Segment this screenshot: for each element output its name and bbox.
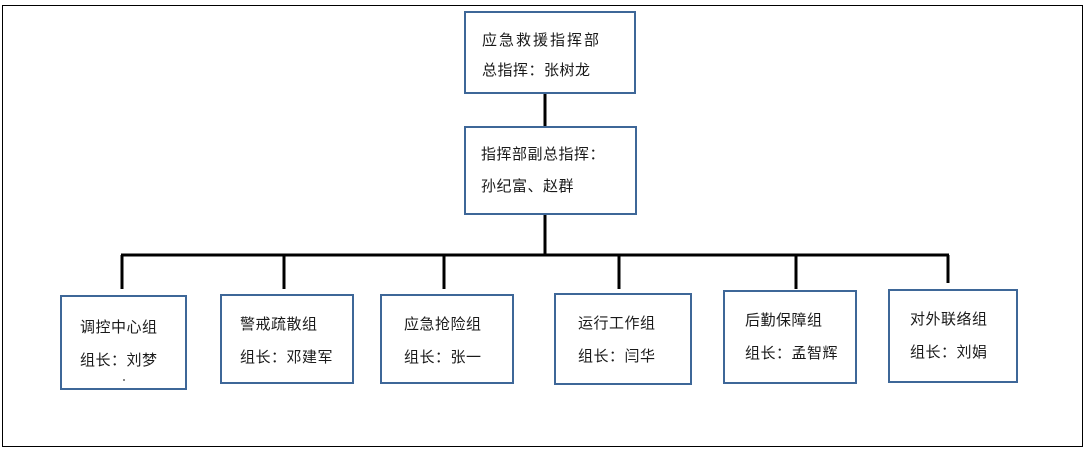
group-leader: 组长：孟智辉 (745, 344, 839, 362)
group-name: 对外联络组 (910, 310, 988, 328)
group-name: 后勤保障组 (745, 311, 823, 329)
command-center-box: 应急救援指挥部 总指挥：张树龙 (464, 11, 636, 94)
group-leader: 组长：张一 (404, 348, 482, 366)
diagram-frame (2, 5, 1083, 447)
group-leader: 组长：刘娟 (910, 343, 988, 361)
group-box-control-center: 调控中心组 组长：刘梦 (60, 295, 187, 390)
group-name: 应急抢险组 (404, 315, 482, 333)
group-name: 运行工作组 (578, 314, 656, 332)
stray-dot (123, 379, 125, 381)
group-box-operations: 运行工作组 组长：闫华 (554, 293, 692, 385)
group-leader: 组长：闫华 (578, 347, 656, 365)
deputy-commander-box: 指挥部副总指挥： 孙纪富、赵群 (464, 126, 637, 215)
group-leader: 组长：邓建军 (240, 348, 334, 366)
chief-commander-label: 总指挥：张树龙 (482, 61, 591, 79)
deputy-commander-names: 孙纪富、赵群 (481, 177, 575, 195)
group-name: 调控中心组 (80, 318, 158, 336)
command-center-title: 应急救援指挥部 (482, 31, 602, 49)
group-box-evacuation: 警戒疏散组 组长：邓建军 (220, 294, 354, 384)
group-name: 警戒疏散组 (240, 315, 318, 333)
group-box-logistics: 后勤保障组 组长：孟智辉 (723, 290, 857, 384)
group-box-emergency-rescue: 应急抢险组 组长：张一 (380, 294, 514, 384)
group-leader: 组长：刘梦 (80, 351, 158, 369)
group-box-external-liaison: 对外联络组 组长：刘娟 (888, 289, 1018, 383)
deputy-commander-title: 指挥部副总指挥： (481, 145, 606, 163)
